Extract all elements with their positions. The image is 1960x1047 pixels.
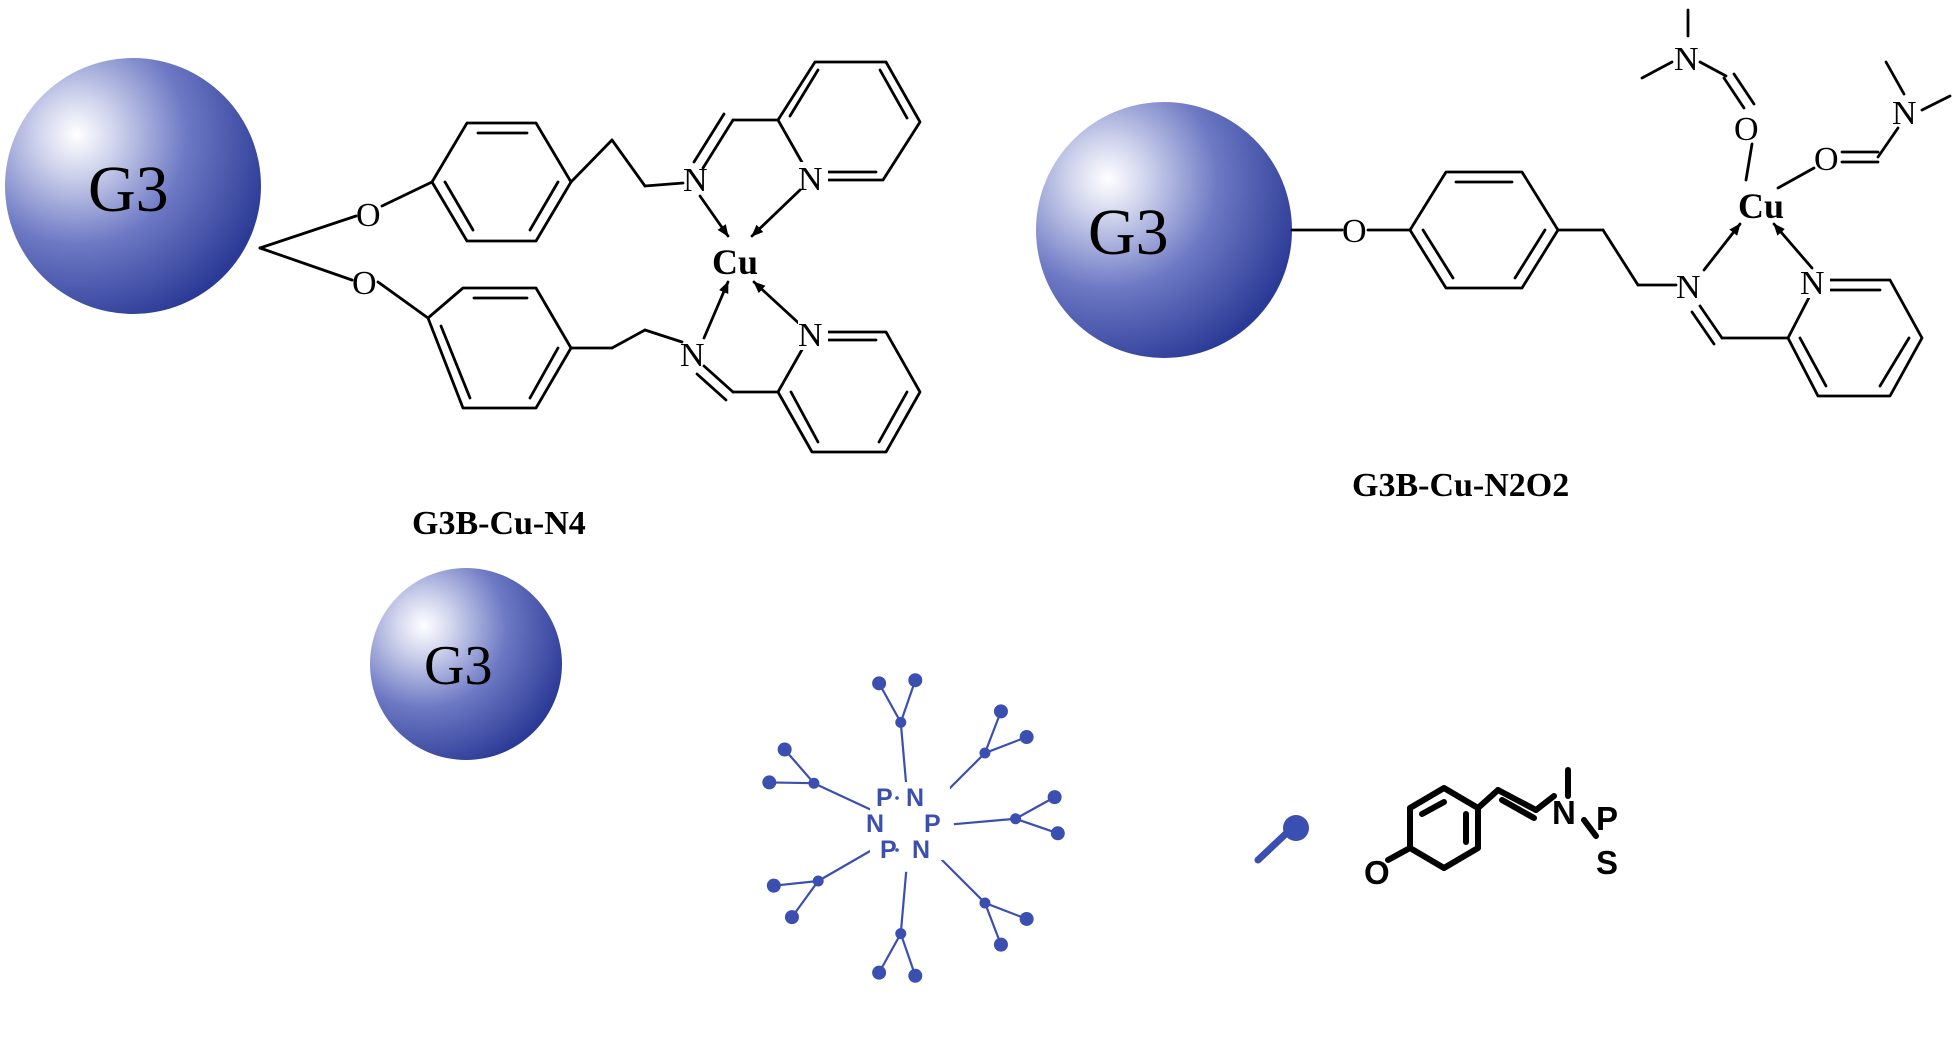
pyridine-nitrogen-atom: N (1800, 265, 1825, 302)
dendrimer-node (895, 716, 907, 728)
core-nitrogen-atom: N (906, 784, 924, 812)
caption-g3b-cu-n2o2: G3B-Cu-N2O2 (1352, 467, 1569, 504)
dendrimer-branches (769, 679, 1059, 977)
amide-nitrogen-atom: N (1892, 95, 1917, 132)
dendrimer-branch (899, 679, 917, 723)
amide-nitrogen-atom: N (1674, 41, 1699, 78)
dendrimer-node (766, 878, 781, 893)
core-phosphorus-atom: P (876, 784, 893, 812)
dendrimer-node (979, 747, 991, 759)
dendrimer-branch (899, 871, 908, 934)
dendrimer-branch (769, 781, 814, 785)
oxygen-atom: O (356, 197, 381, 234)
dendrimer-node (908, 673, 923, 688)
dendrimer-node (979, 897, 991, 909)
terminal-branch-structure: O N P S (1364, 767, 1618, 891)
coordination-arrow (1772, 222, 1814, 270)
dendrimer-branch (773, 879, 819, 887)
dendrimer-branch (983, 710, 1002, 754)
dendrimer-branch (783, 748, 815, 784)
imine-nitrogen-atom: N (1676, 269, 1701, 306)
carbonyl-oxygen-atom: O (1814, 141, 1839, 178)
g3-sphere (370, 568, 562, 760)
coordination-arrow (702, 280, 730, 340)
g3-sphere (1036, 102, 1292, 358)
pyridine-nitrogen-atom: N (798, 317, 823, 354)
pyridine-nitrogen-atom: N (798, 161, 823, 198)
copper-atom: Cu (712, 242, 758, 282)
dendrimer-node (812, 875, 824, 887)
core-phosphorus-atom: P (924, 810, 941, 838)
dendrimer-node (777, 742, 792, 757)
oxygen-atom: O (352, 265, 377, 302)
dendrimer-schematic: P N N P P N (762, 673, 1065, 983)
oxygen-atom: O (1342, 213, 1367, 250)
dendrimer-branch (878, 933, 902, 974)
coordination-arrow (750, 188, 802, 238)
terminal-group-symbol (1254, 815, 1309, 864)
imine-nitrogen-atom: N (680, 337, 705, 374)
dendrimer-node (993, 704, 1008, 719)
dendrimer-branch (953, 817, 1016, 826)
dendrimer-branch (940, 858, 986, 904)
carbonyl-oxygen-atom: O (1734, 111, 1759, 148)
dendrimer-node (808, 777, 820, 789)
core-nitrogen-atom: N (912, 836, 930, 864)
dendrimer-node (993, 937, 1008, 952)
dendrimer-branch (899, 722, 908, 785)
dendrimer-branch (984, 736, 1028, 755)
dendrimer-branch (983, 902, 1002, 946)
lower-ligand-arm: O N N (352, 265, 922, 454)
phenyl-ring (1408, 170, 1560, 290)
dendrimer-branch (813, 782, 871, 811)
dendrimer-node (1010, 813, 1022, 825)
linker-bond (258, 214, 358, 250)
linker-bond (258, 246, 354, 282)
dendrimer-node (908, 968, 923, 983)
dendrimer-branch (1015, 796, 1056, 820)
dendrimer-branch (791, 880, 820, 918)
hydrazone-nitrogen-atom: N (1552, 794, 1576, 831)
structure-g3b-cu-n2o2: G3 O N N Cu O N (1036, 8, 1952, 504)
g3-sphere (5, 58, 261, 314)
core-nitrogen-atom: N (866, 810, 884, 838)
dmf-ligand-left: O N (1640, 8, 1759, 182)
dendrimer-branch (984, 901, 1028, 920)
structure-g3b-cu-n4: G3 O N N Cu (5, 58, 922, 542)
dendrimer-node (1047, 790, 1062, 805)
phosphorus-atom: P (1596, 800, 1618, 837)
caption-g3b-cu-n4: G3B-Cu-N4 (412, 505, 586, 542)
copper-atom: Cu (1738, 186, 1784, 226)
g3-label: G3 (424, 635, 492, 697)
dmf-ligand-right: O N (1776, 60, 1952, 190)
coordination-arrow (1702, 222, 1742, 272)
coordination-arrow (698, 194, 730, 238)
dendrimer-branch (1015, 817, 1059, 835)
legend: G3 P N N P P N O (370, 568, 1618, 983)
g3-label: G3 (1088, 196, 1169, 269)
dendrimer-termini (762, 673, 1065, 983)
dendrimer-branch (817, 849, 873, 882)
upper-ligand-arm: O N N (356, 60, 922, 243)
cyclotriphosphazene-core: P N N P P N (866, 784, 941, 864)
dendrimer-node (872, 965, 887, 980)
dendrimer-node (1019, 730, 1034, 745)
coordination-arrow (752, 280, 806, 330)
dendrimer-branch (878, 682, 902, 723)
core-phosphorus-atom: P (880, 836, 897, 864)
dendrimer-node (895, 928, 907, 940)
dendrimer-node (762, 775, 777, 790)
g3-label: G3 (88, 153, 169, 226)
dendrimer-node (1019, 911, 1034, 926)
sulfur-atom: S (1596, 844, 1618, 881)
dendrimer-node (1050, 826, 1065, 841)
dendrimer-branch (899, 933, 917, 977)
dendrimer-node (784, 910, 799, 925)
dendrimer-node (872, 676, 887, 691)
